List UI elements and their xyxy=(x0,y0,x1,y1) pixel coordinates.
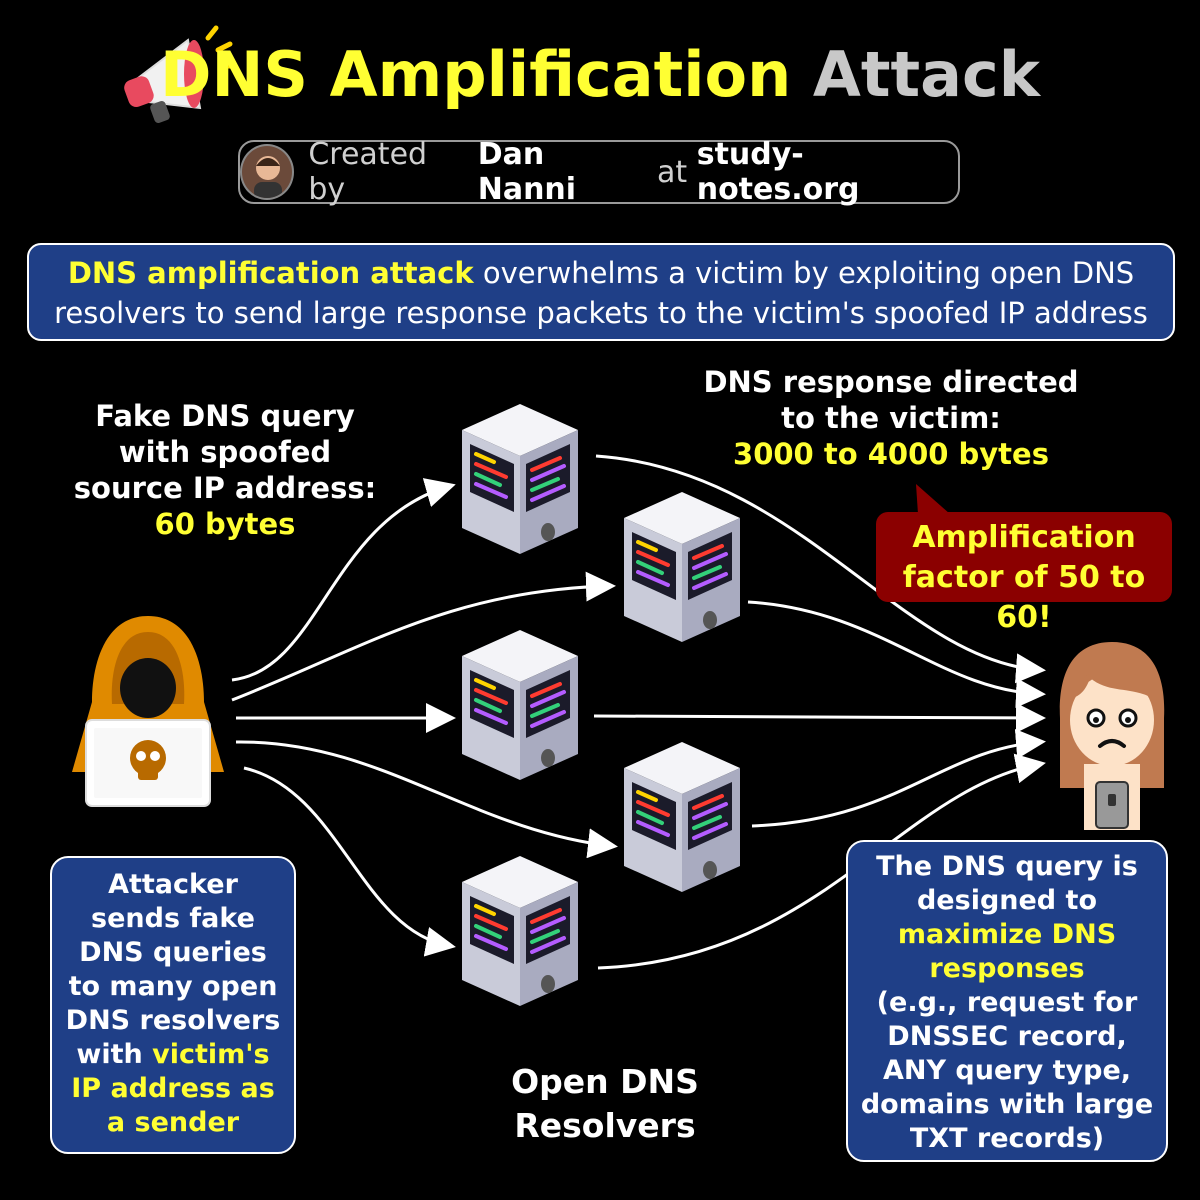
amplification-line1: Amplification xyxy=(912,520,1136,555)
credit-prefix: Created by xyxy=(308,137,428,207)
response-label-line1: DNS response directed xyxy=(703,365,1079,399)
query-label-line2: with spoofed xyxy=(118,435,332,469)
response-arrow-1 xyxy=(595,454,1046,684)
credit-site[interactable]: study-notes.org xyxy=(696,137,860,207)
victim-box-highlight: maximize DNS responses xyxy=(897,919,1117,984)
response-label-line2: to the victim: xyxy=(781,401,1001,435)
query-arrow-1 xyxy=(231,478,456,682)
victim-box-line1: The DNS query is designed to xyxy=(876,851,1138,916)
attacker-box-highlight: victim's IP address as a sender xyxy=(71,1039,275,1138)
attacker-hacker-icon xyxy=(72,616,224,807)
response-arrow-3 xyxy=(593,702,1046,733)
credit-middle: at xyxy=(657,154,688,190)
attacker-box-text: Attacker sends fake DNS queries to many … xyxy=(65,869,281,1070)
resolvers-label-line1: Open DNS xyxy=(511,1062,699,1101)
banner-highlight: DNS amplification attack xyxy=(67,256,474,290)
query-label: Fake DNS query with spoofed source IP ad… xyxy=(70,398,380,542)
response-label: DNS response directed to the victim: 300… xyxy=(700,364,1082,472)
page-title: DNS Amplification Attack xyxy=(0,38,1200,111)
credit-author: Dan Nanni xyxy=(477,137,577,207)
query-size: 60 bytes xyxy=(154,507,296,541)
response-size: 3000 to 4000 bytes xyxy=(733,437,1049,471)
resolvers-label: Open DNS Resolvers xyxy=(470,1060,740,1148)
credit-pill: Created by Dan Nanni at study-notes.org xyxy=(238,137,960,207)
query-arrow-4 xyxy=(235,740,618,859)
query-arrow-2 xyxy=(231,571,616,702)
amplification-line2: factor of 50 to 60! xyxy=(902,560,1146,635)
amplification-callout: Amplification factor of 50 to 60! xyxy=(876,512,1172,635)
query-label-line3: source IP address: xyxy=(73,471,377,505)
response-arrow-4 xyxy=(751,728,1046,828)
attacker-info-box: Attacker sends fake DNS queries to many … xyxy=(50,856,296,1154)
victim-person-icon xyxy=(1059,642,1165,830)
response-arrow-2 xyxy=(747,600,1046,709)
victim-info-box: The DNS query is designed to maximize DN… xyxy=(846,840,1168,1162)
banner-text: overwhelms a victim by exploiting open D… xyxy=(54,256,1148,330)
victim-box-detail: (e.g., request for DNSSEC record, ANY qu… xyxy=(860,987,1154,1154)
skull-icon xyxy=(130,740,166,780)
title-part1: DNS Amplification xyxy=(160,38,792,111)
callout-pointer xyxy=(916,484,950,514)
query-label-line1: Fake DNS query xyxy=(95,399,355,433)
query-arrow-5 xyxy=(243,766,456,957)
definition-banner: DNS amplification attack overwhelms a vi… xyxy=(27,243,1175,341)
megaphone-icon xyxy=(118,20,238,130)
title-part2: Attack xyxy=(812,38,1040,111)
resolvers-label-line2: Resolvers xyxy=(514,1106,696,1145)
author-avatar-icon xyxy=(240,144,295,200)
